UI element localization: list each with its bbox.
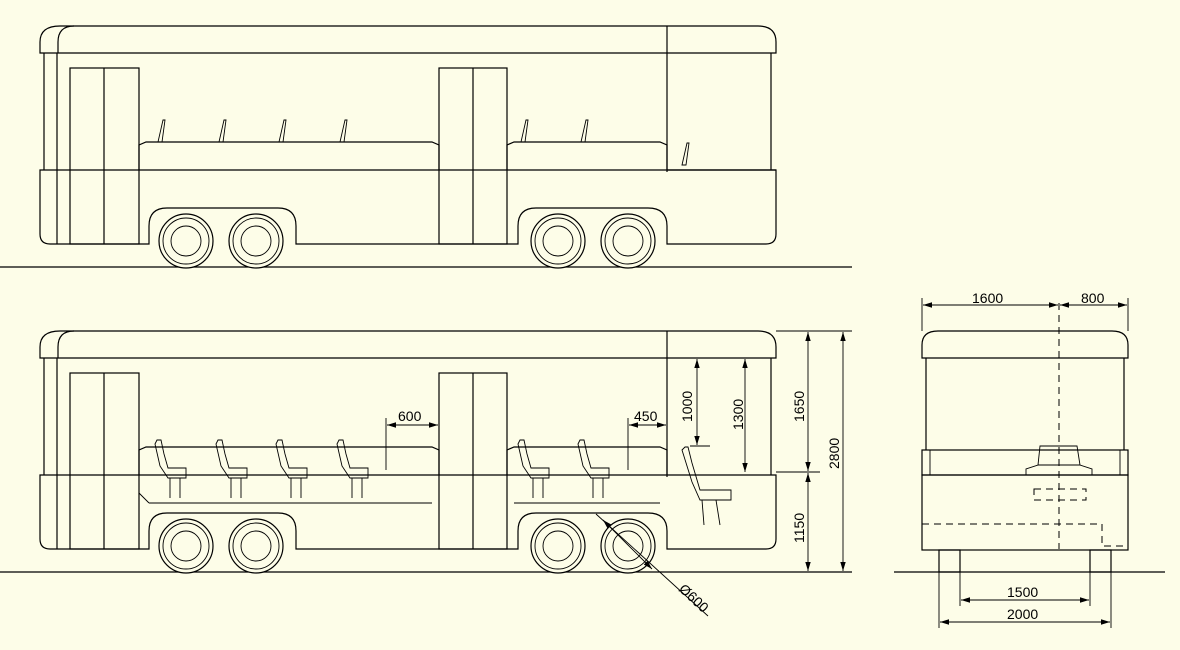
- front-door-bottom: [69, 372, 140, 550]
- driver-seat: [681, 446, 732, 526]
- passenger-seats: [154, 439, 732, 526]
- dim-label-track-width: 1500: [1007, 584, 1038, 600]
- dim-label-window-height: 1000: [679, 391, 695, 422]
- dim-track-width: 1500: [959, 572, 1091, 606]
- dim-label-seat-pitch: 450: [634, 408, 658, 424]
- dim-label-window-to-floor: 1300: [730, 399, 746, 430]
- bus-side-elevation-bottom: 600 450 1000 1300 1650 1150: [0, 330, 852, 617]
- dim-label-aisle-gap: 600: [398, 408, 422, 424]
- dim-window-to-floor: 1300: [730, 359, 748, 472]
- roof-cap: [39, 25, 777, 54]
- dim-window-height: 1000: [667, 357, 720, 447]
- dim-label-lower-height: 1150: [791, 513, 807, 543]
- middle-door-bottom: [438, 372, 508, 550]
- dim-upper-lower: 1650 1150: [776, 330, 852, 571]
- dim-label-front-left: 1600: [972, 290, 1003, 306]
- wheels-top: [158, 213, 656, 269]
- dim-label-overall-width: 2000: [1007, 606, 1038, 622]
- dim-label-front-right: 800: [1081, 290, 1105, 306]
- wheels-bottom: [158, 518, 656, 574]
- bus-side-elevation-top: [0, 25, 852, 269]
- dim-overall-width: 2000: [938, 572, 1112, 628]
- dim-front-width-top: 1600 800: [921, 290, 1129, 331]
- dim-aisle-gap: 600: [385, 408, 440, 470]
- upper-body: [43, 53, 772, 170]
- middle-door-top: [438, 67, 508, 245]
- bus-front-elevation: 1600 800 1500 2000: [894, 290, 1165, 628]
- dim-label-wheel-diameter: Ø600: [676, 580, 712, 615]
- dim-total-height: 2800: [826, 332, 846, 571]
- lower-body: [39, 169, 777, 245]
- dim-seat-pitch: 450: [627, 408, 668, 470]
- dim-label-upper-height: 1650: [791, 391, 807, 422]
- dim-label-total-height: 2800: [826, 438, 842, 469]
- front-door-top: [69, 67, 140, 245]
